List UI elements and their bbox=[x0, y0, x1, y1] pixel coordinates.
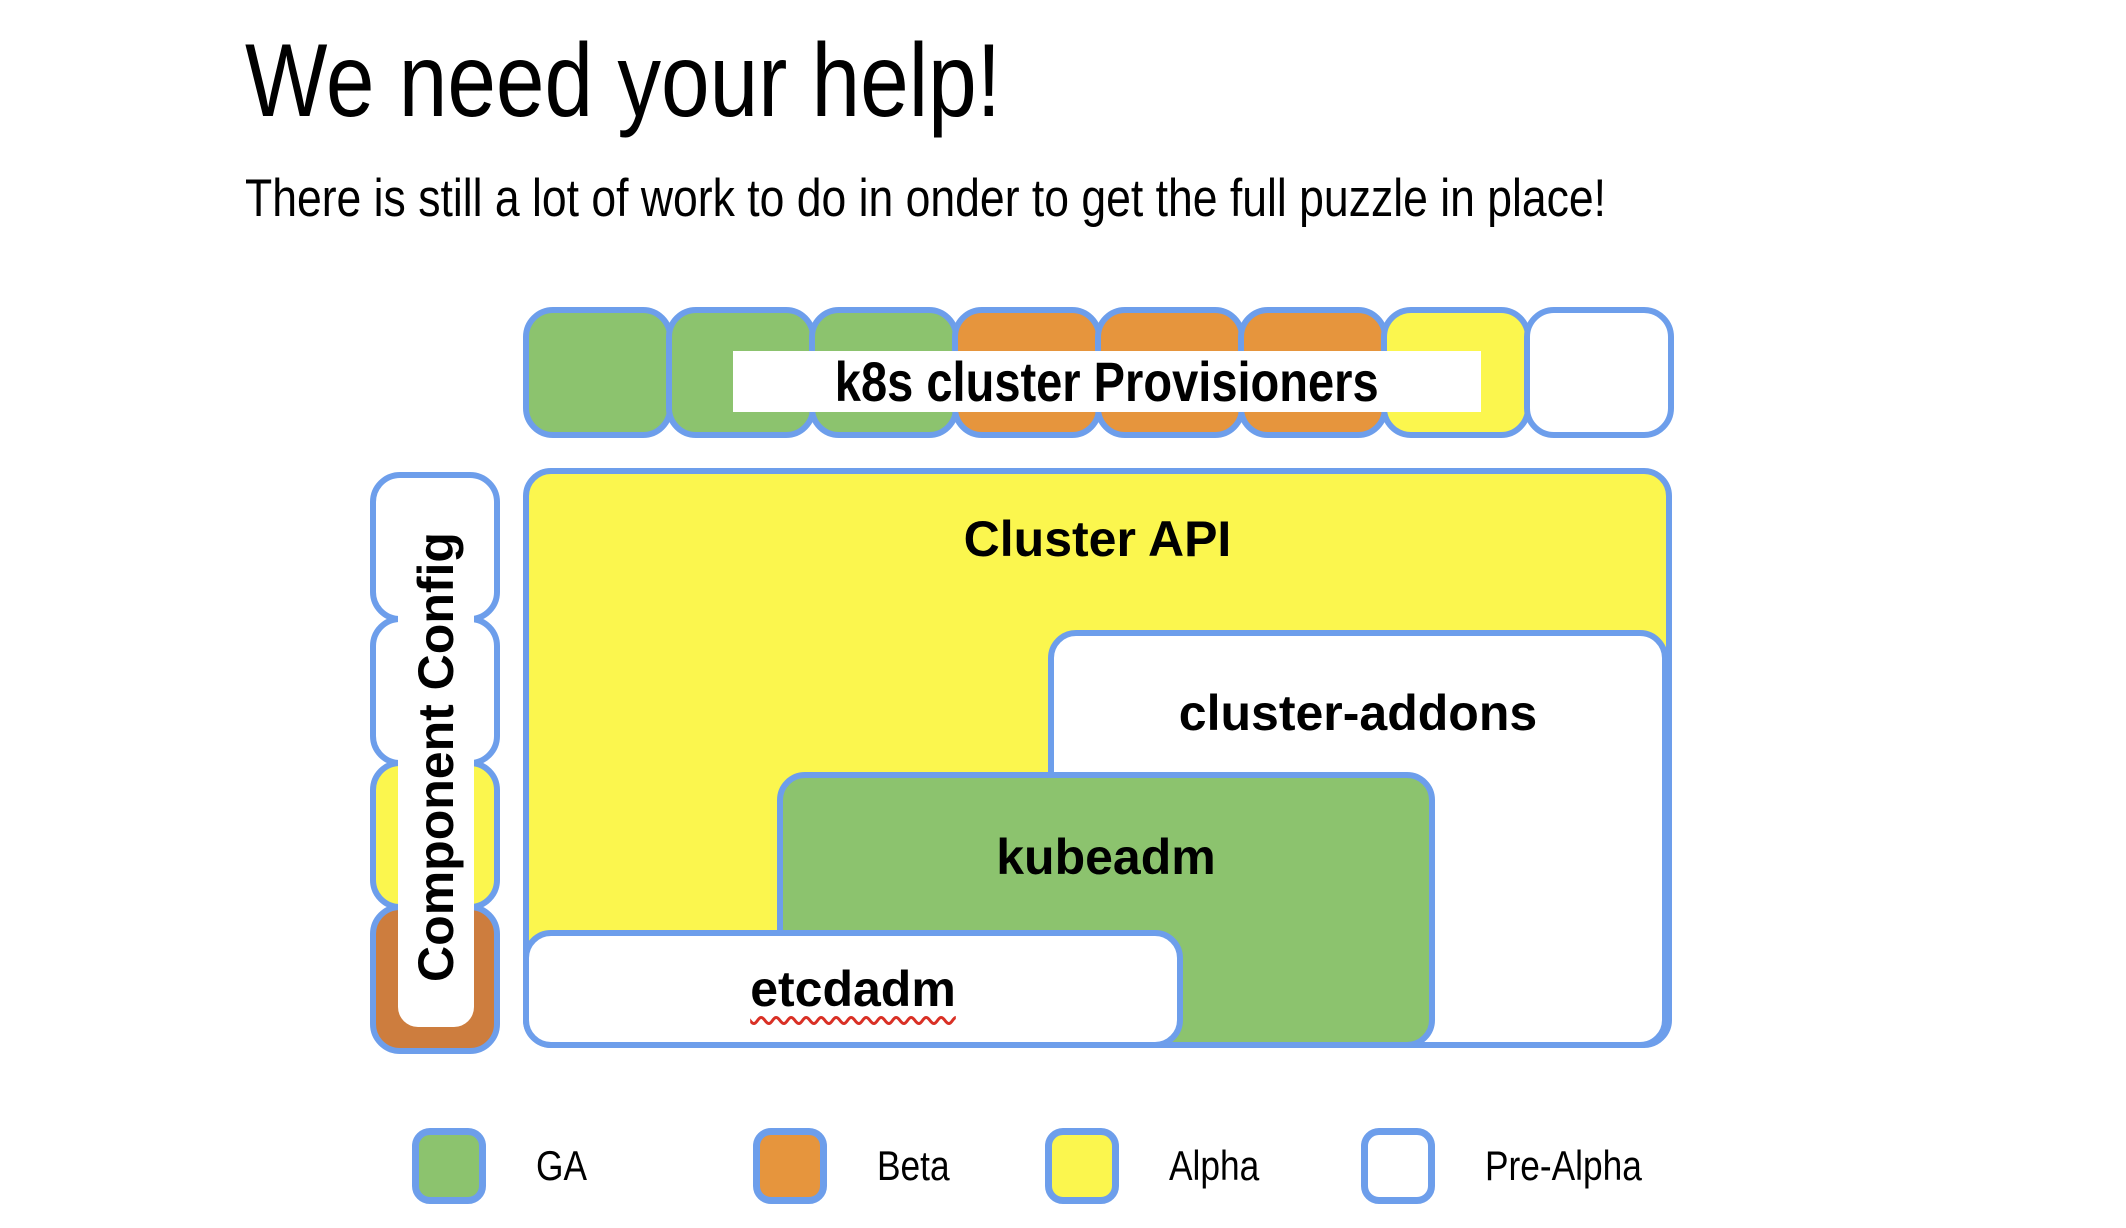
legend-swatch-yellow bbox=[1045, 1128, 1119, 1204]
legend-swatch-orange bbox=[753, 1128, 827, 1204]
kubeadm-label: kubeadm bbox=[996, 829, 1216, 885]
slide-subtitle-text: There is still a lot of work to do in on… bbox=[245, 169, 1607, 228]
legend-item-alpha: Alpha bbox=[1045, 1128, 1276, 1204]
legend-item-pre-alpha: Pre-Alpha bbox=[1361, 1128, 1672, 1204]
legend-label: Beta bbox=[877, 1142, 950, 1189]
component-config-label: Component Config bbox=[408, 532, 464, 982]
component-config-label-box: Component Config bbox=[398, 487, 474, 1027]
cluster-addons-label: cluster-addons bbox=[1178, 685, 1538, 741]
provisioner-square-white bbox=[1524, 307, 1674, 438]
legend-swatch-green bbox=[412, 1128, 486, 1204]
provisioner-square-green bbox=[523, 307, 673, 438]
legend-swatch-white bbox=[1361, 1128, 1435, 1204]
legend-item-beta: Beta bbox=[753, 1128, 963, 1204]
page-title-text: We need your help! bbox=[245, 23, 1001, 139]
legend: GA Beta Alpha Pre-Alpha bbox=[0, 1128, 2126, 1208]
slide-subtitle: There is still a lot of work to do in on… bbox=[245, 168, 1865, 229]
provisioners-label-box: k8s cluster Provisioners bbox=[733, 350, 1481, 413]
provisioners-label: k8s cluster Provisioners bbox=[835, 350, 1379, 413]
cluster-api-label: Cluster API bbox=[963, 511, 1232, 567]
etcdadm-label: etcdadm bbox=[529, 960, 1177, 1018]
legend-item-ga: GA bbox=[412, 1128, 597, 1204]
legend-label: Pre-Alpha bbox=[1485, 1142, 1642, 1189]
page-title: We need your help! bbox=[245, 22, 1145, 141]
legend-label: GA bbox=[536, 1142, 587, 1189]
etcdadm-box: etcdadm bbox=[523, 930, 1183, 1048]
legend-label: Alpha bbox=[1169, 1142, 1260, 1189]
etcdadm-label-text: etcdadm bbox=[750, 961, 956, 1017]
